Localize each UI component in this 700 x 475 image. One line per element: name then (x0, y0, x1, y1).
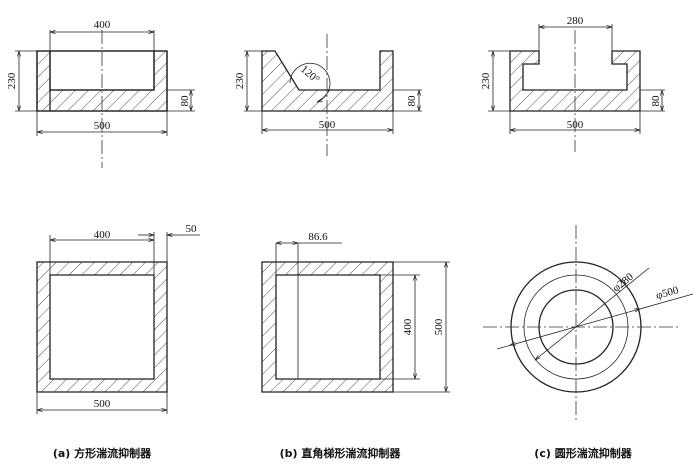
section-b-body (261, 50, 394, 112)
dim-c-outer-diameter: φ500 (655, 284, 681, 302)
angle-arc (289, 62, 331, 102)
caption-a: (a) 方形湍流抑制器 (53, 446, 152, 460)
dim-b-plan-inner: 400 (402, 318, 414, 335)
panel-b-section: 120° 230 80 500 (234, 34, 422, 156)
leader-phi280 (535, 267, 650, 360)
panel-c-section: 280 230 80 500 (480, 15, 665, 152)
dim-b-angle: 120° (298, 63, 322, 86)
dim-b-height: 230 (234, 72, 246, 89)
dim-c-opening: 280 (567, 15, 584, 27)
dim-b-base: 80 (406, 95, 418, 107)
dim-c-height: 230 (480, 72, 492, 89)
leader-phi500 (496, 293, 694, 350)
dim-a-plan-inner: 400 (94, 229, 111, 241)
panel-a-section: 400 230 80 500 (6, 19, 195, 168)
dim-a-base: 80 (179, 95, 191, 107)
dim-b-plan-offset: 86.6 (308, 231, 328, 243)
dim-a-height: 230 (6, 72, 18, 89)
caption-b: (b) 直角梯形湍流抑制器 (280, 446, 402, 460)
dim-b-outer-width: 500 (319, 119, 336, 131)
plan-b-wall (261, 261, 394, 393)
dim-a-plan-outer: 500 (94, 398, 111, 410)
dim-c-base: 80 (650, 95, 662, 107)
panel-a-plan: 400 50 500 (36, 223, 200, 414)
plan-a-wall (36, 261, 168, 393)
dim-a-plan-wall: 50 (186, 223, 198, 235)
dim-b-plan-outer: 500 (433, 318, 445, 335)
caption-c: (c) 圆形湍流抑制器 (534, 446, 632, 460)
dim-c-outer-width: 500 (567, 119, 584, 131)
panel-c-plan: φ280 φ500 (483, 225, 694, 421)
panel-b-plan: 86.6 400 500 (261, 231, 450, 393)
dim-a-outer-width: 500 (94, 120, 111, 132)
dim-a-inner-width: 400 (94, 19, 111, 31)
